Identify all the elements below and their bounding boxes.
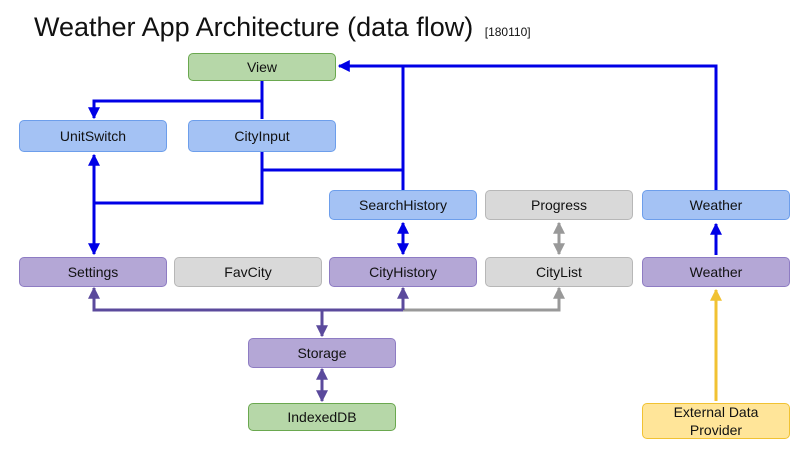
node-external-provider: External Data Provider [642,403,790,439]
edge-cityinput-to-settings-bus [94,170,264,205]
node-cityinput: CityInput [188,120,336,152]
node-favcity-label: FavCity [224,264,272,280]
node-searchhistory: SearchHistory [329,190,477,220]
node-searchhistory-label: SearchHistory [359,197,447,213]
node-external-provider-label: External Data Provider [673,404,759,438]
node-cityhistory-label: CityHistory [369,264,437,280]
node-storage-label: Storage [297,345,347,361]
node-storage: Storage [248,338,396,368]
node-view-label: View [246,59,278,75]
node-cityhistory: CityHistory [329,257,477,287]
edge-settings-storage-bus [88,286,403,312]
node-weather-view: Weather [642,190,790,220]
edge-citylist-to-storage-bus [403,286,565,312]
node-favcity: FavCity [174,257,322,287]
node-progress-label: Progress [530,197,588,213]
node-citylist: CityList [485,257,633,287]
node-settings: Settings [19,257,167,287]
node-settings-label: Settings [67,264,119,280]
edge-view-to-unitswitch [88,80,264,120]
node-unitswitch-label: UnitSwitch [59,128,127,144]
edge-weather-to-view [337,60,718,190]
diagram-title: Weather App Architecture (data flow) [18… [34,12,531,43]
node-cityinput-label: CityInput [234,128,290,144]
edge-cityinput-to-searchhistory [260,152,403,172]
node-indexeddb-label: IndexedDB [287,409,357,425]
node-citylist-label: CityList [536,264,582,280]
node-weather-store-label: Weather [689,264,743,280]
node-view: View [188,53,336,81]
node-progress: Progress [485,190,633,220]
node-indexeddb: IndexedDB [248,403,396,431]
node-unitswitch: UnitSwitch [19,120,167,152]
title-tag: [180110] [484,25,531,39]
title-text: Weather App Architecture (data flow) [34,12,474,42]
node-weather-view-label: Weather [689,197,743,213]
node-weather-store: Weather [642,257,790,287]
